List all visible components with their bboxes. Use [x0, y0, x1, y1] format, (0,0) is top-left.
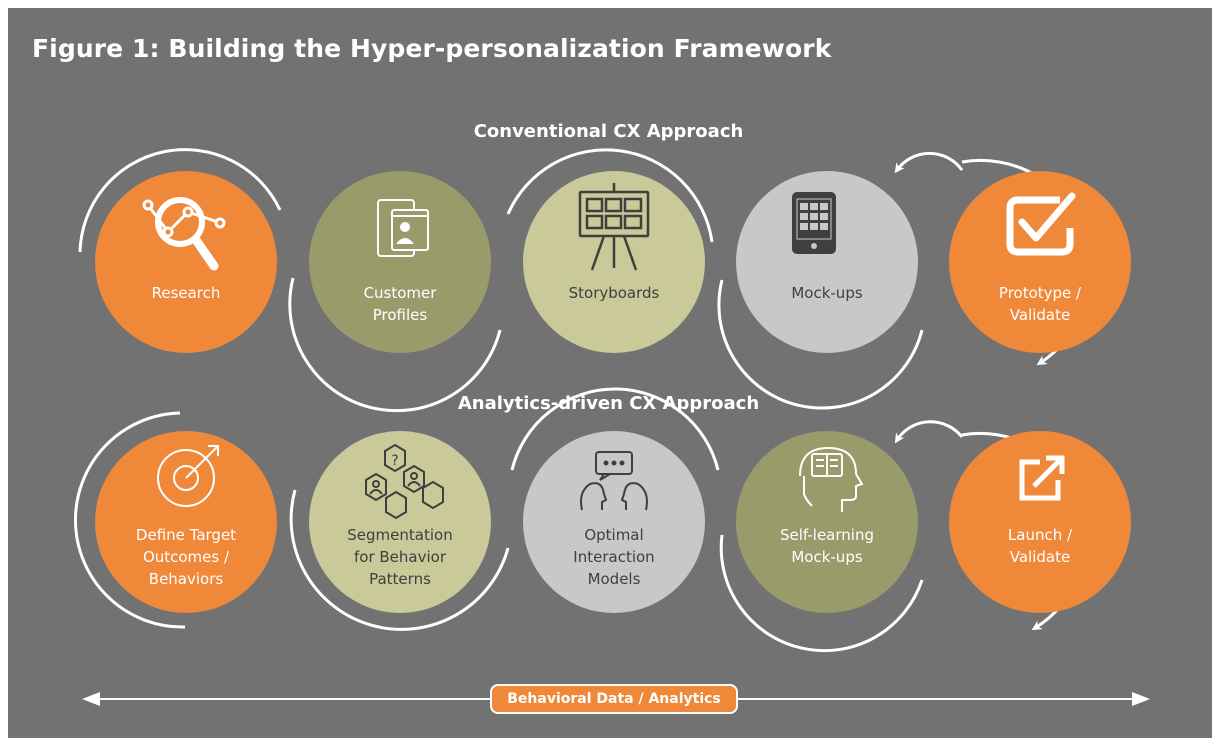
step-label-segmentation: Segmentation for Behavior Patterns [335, 524, 465, 590]
step-circle-mock-ups [736, 171, 918, 353]
flow-line [717, 279, 924, 410]
step-label-line: for Behavior [354, 548, 446, 566]
step-label-line: Define Target [135, 526, 237, 544]
step-label-line: Mock-ups [791, 548, 863, 566]
target-arrow-icon [157, 445, 219, 507]
step-label-define-target: Define Target Outcomes / Behaviors [121, 524, 251, 590]
step-label-line: Customer [363, 284, 437, 302]
step-label-line: Behaviors [148, 570, 224, 588]
checkbox-icon [1006, 192, 1076, 256]
behavioral-data-label: Behavioral Data / Analytics [490, 684, 738, 714]
step-label-line: Storyboards [568, 284, 660, 302]
step-label-line: Prototype / [998, 284, 1082, 302]
loop-arrow [894, 151, 964, 174]
step-label-line: Models [587, 570, 641, 588]
step-label-line: Validate [1009, 306, 1071, 324]
step-label-line: Patterns [369, 570, 431, 588]
conventional-approach-label: Conventional CX Approach [473, 121, 744, 142]
step-label-mock-ups: Mock-ups [767, 282, 887, 304]
step-circle-customer-profiles [309, 171, 491, 353]
flow-line [288, 277, 502, 413]
step-label-line: Segmentation [347, 526, 453, 544]
step-circle-prototype-validate [949, 171, 1131, 353]
flow-line [78, 148, 282, 253]
step-label-line: Validate [1009, 548, 1071, 566]
step-label-prototype-validate: Prototype / Validate [980, 282, 1100, 326]
magnifier-analytics-icon [142, 197, 226, 271]
figure-title: Figure 1: Building the Hyper-personaliza… [32, 34, 832, 63]
step-label-storyboards: Storyboards [554, 282, 674, 304]
smartphone-apps-icon [792, 192, 836, 254]
flow-line [510, 387, 720, 471]
step-circle-define-target [95, 431, 277, 613]
step-circle-research [95, 171, 277, 353]
step-label-line: Self-learning [780, 526, 874, 544]
tablet-profile-icon [377, 199, 429, 257]
step-circle-segmentation [309, 431, 491, 613]
easel-storyboard-icon [578, 183, 650, 271]
flow-line [74, 411, 186, 629]
flow-line [506, 148, 714, 243]
step-label-line: Launch / [1007, 526, 1073, 544]
step-label-optimal-interaction: Optimal Interaction Models [549, 524, 679, 590]
step-label-line: Profiles [372, 306, 428, 324]
step-label-line: Research [151, 284, 221, 302]
step-label-line: Optimal [584, 526, 644, 544]
analytics-steps [95, 431, 1131, 613]
step-label-self-learning: Self-learning Mock-ups [762, 524, 892, 568]
step-circle-self-learning [736, 431, 918, 613]
step-label-customer-profiles: Customer Profiles [340, 282, 460, 326]
conversation-heads-icon [580, 451, 648, 511]
step-label-line: Interaction [573, 548, 655, 566]
svg-text:?: ? [391, 453, 398, 469]
conventional-steps [95, 171, 1131, 353]
diagram-background [8, 8, 1212, 738]
loop-arrow [894, 420, 964, 444]
hexagon-people-icon: ? [365, 443, 444, 520]
flow-line [719, 534, 924, 653]
step-label-research: Research [126, 282, 246, 304]
analytics-approach-label: Analytics-driven CX Approach [457, 393, 760, 414]
head-book-icon [799, 446, 864, 512]
flow-line [289, 489, 510, 631]
step-circle-optimal-interaction [523, 431, 705, 613]
step-label-line: Mock-ups [791, 284, 863, 302]
step-circle-launch-validate [949, 431, 1131, 613]
step-label-line: Outcomes / [142, 548, 230, 566]
external-link-icon [1019, 455, 1065, 501]
step-label-launch-validate: Launch / Validate [975, 524, 1105, 568]
